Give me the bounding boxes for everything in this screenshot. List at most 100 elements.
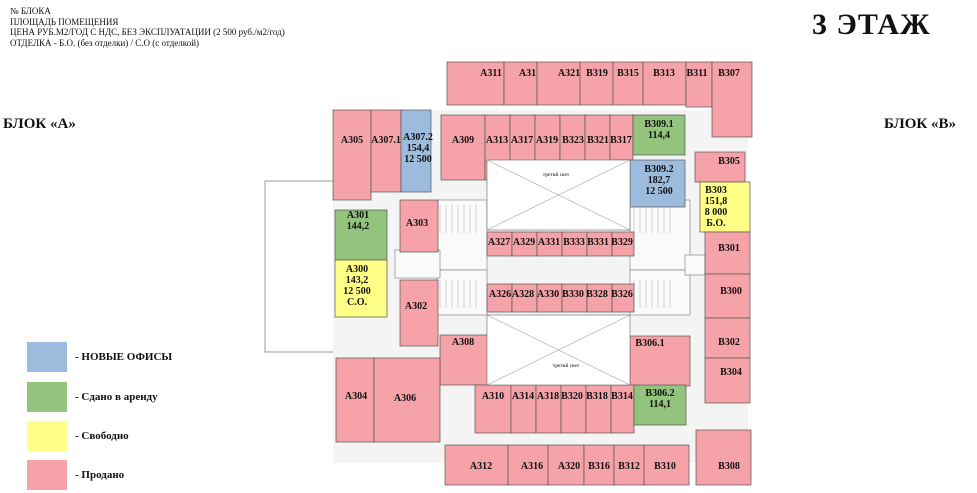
room-number: А317 [511,135,533,146]
room-в328[interactable]: В328 [586,283,613,313]
room-number: А316 [521,461,543,472]
room-number: А300 [346,264,368,275]
room-а311[interactable]: А311 [446,61,505,106]
room-в316[interactable]: В316 [583,444,615,486]
room-а304[interactable]: А304 [335,357,375,443]
room-в301[interactable]: В301 [704,231,751,275]
room-а307.1[interactable]: А307.1 [370,109,402,193]
room-в307[interactable]: В307 [711,61,753,138]
room-number: В328 [586,289,608,300]
room-а330[interactable]: А330 [536,283,563,313]
room-в333[interactable]: В333 [561,231,588,257]
header-line: № БЛОКА [10,6,51,16]
room-а320[interactable]: А320 [547,444,585,486]
room-а316[interactable]: А316 [507,444,549,486]
room-в310[interactable]: В310 [643,444,690,486]
room-number: В311 [686,68,707,79]
room-number: В317 [610,135,632,146]
room-а331[interactable]: А331 [536,231,563,257]
room-detail: С.О. [347,297,368,308]
room-в308[interactable]: В308 [695,429,752,486]
room-а329[interactable]: А329 [511,231,538,257]
room-а305[interactable]: А305 [332,109,372,201]
room-number: В316 [588,461,610,472]
legend-label-rented: - Сдано в аренду [75,391,158,403]
room-detail: 114,4 [648,130,670,141]
room-number: А320 [558,461,580,472]
room-в315[interactable]: В315 [612,61,644,106]
room-а327[interactable]: А327 [486,231,513,257]
stair-core [684,254,706,276]
room-number: А304 [345,391,367,402]
room-а303[interactable]: А303 [399,199,439,253]
room-fill [642,61,687,106]
header-line: ПЛОЩАДЬ ПОМЕЩЕНИЯ [10,16,119,27]
room-number: В301 [718,243,740,254]
room-в312[interactable]: В312 [613,444,645,486]
room-fill [399,199,439,253]
atrium: третий свет [486,314,631,386]
room-в317[interactable]: В317 [609,114,634,161]
header-line: ЦЕНА РУБ.М2/ГОД С НДС, БЕЗ ЭКСПЛУАТАЦИИ … [10,27,285,37]
room-а308[interactable]: А308 [439,334,491,386]
room-а318[interactable]: А318 [535,384,562,434]
room-в314[interactable]: В314 [610,384,635,434]
room-number: В330 [562,289,584,300]
room-в305[interactable]: В305 [694,151,746,183]
room-number: В302 [718,337,740,348]
legend-label-free: - Свободно [75,430,129,442]
room-detail: 8 000 [705,207,728,218]
terrace-outline [264,180,336,353]
room-number: В319 [586,68,608,79]
room-fill [370,109,402,193]
room-а312[interactable]: А312 [444,444,509,486]
room-fill [536,283,563,313]
room-в306.1[interactable]: В306.1 [629,335,691,387]
room-в329[interactable]: В329 [611,231,635,257]
room-fill [507,444,549,486]
room-а310[interactable]: А310 [474,384,512,434]
room-в320[interactable]: В320 [560,384,587,434]
room-detail: 114,1 [649,399,671,410]
room-в331[interactable]: В331 [586,231,613,257]
room-а306[interactable]: А306 [373,357,441,443]
room-number: В318 [586,391,608,402]
room-а309[interactable]: А309 [440,114,486,181]
room-detail: 151,8 [705,196,728,207]
room-а315[interactable]: А315 [503,61,541,106]
room-а328[interactable]: А328 [511,283,538,313]
room-number: В329 [611,237,633,248]
room-в330[interactable]: В330 [561,283,588,313]
room-в304[interactable]: В304 [704,357,751,404]
room-number: А319 [536,135,558,146]
room-detail: Б.О. [706,218,726,229]
room-fill [695,429,752,486]
room-number: В308 [718,461,740,472]
atrium-cross [486,159,631,231]
room-в326[interactable]: В326 [611,283,635,313]
room-а326[interactable]: А326 [486,283,513,313]
room-в302[interactable]: В302 [704,317,751,359]
room-fill [561,283,588,313]
room-в311[interactable]: В311 [685,61,713,108]
room-number: А314 [512,391,534,402]
room-number: В309.2 [644,164,673,175]
room-в319[interactable]: В319 [579,61,614,106]
room-в300[interactable]: В300 [704,273,751,319]
stair-core [629,199,691,271]
room-а321[interactable]: А321 [536,61,581,106]
room-в318[interactable]: В318 [585,384,612,434]
room-fill [612,61,644,106]
room-number: А310 [482,391,504,402]
room-а314[interactable]: А314 [510,384,537,434]
room-в313[interactable]: В313 [642,61,687,106]
room-detail: 12 500 [645,186,673,197]
room-а302[interactable]: А302 [399,279,439,347]
